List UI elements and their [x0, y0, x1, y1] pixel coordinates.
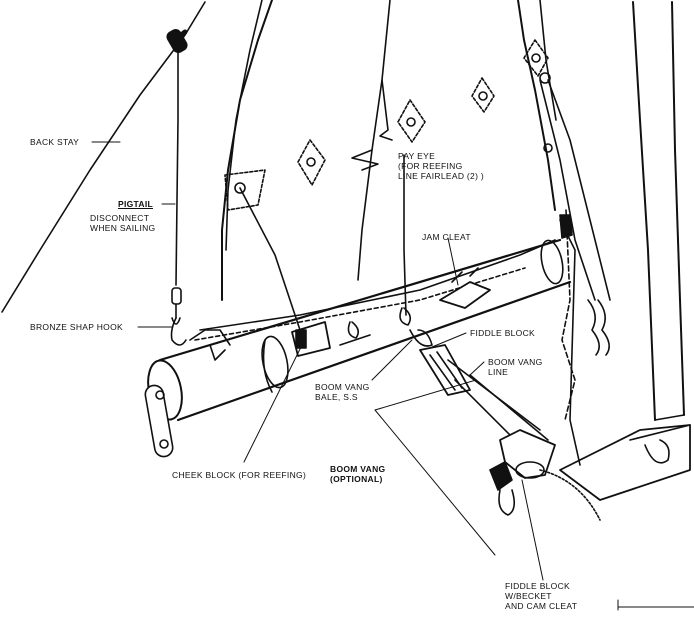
- leader-vang-optional-1: [374, 379, 477, 411]
- sail-leech: [517, 0, 556, 211]
- vang-tail: [539, 469, 601, 521]
- label-pay-eye: PAY EYE (FOR REEFING LINE FAIRLEAD (2) ): [398, 151, 484, 181]
- jam-cleat: [439, 267, 491, 309]
- cheek-block: [291, 321, 331, 357]
- batten-diamond-1: [297, 139, 326, 186]
- reef-line-left: [239, 187, 301, 331]
- label-boom-vang-optional: BOOM VANG (OPTIONAL): [330, 464, 386, 484]
- pay-eye-fairlead-1: [339, 321, 371, 346]
- label-disconnect: DISCONNECT WHEN SAILING: [90, 213, 156, 233]
- label-cheek-block: CHEEK BLOCK (FOR REEFING): [172, 470, 307, 480]
- sail-luff: [221, 0, 273, 301]
- label-boom-vang-bale: BOOM VANG BALE, S.S: [315, 382, 370, 402]
- label-jam-cleat: JAM CLEAT: [422, 232, 471, 242]
- turnbuckle-icon: [166, 29, 188, 53]
- label-back-stay: BACK STAY: [30, 137, 80, 147]
- sail-luff-inner: [225, 0, 263, 251]
- fiddle-block-bottom: [489, 429, 556, 516]
- leader-jam-cleat: [447, 237, 459, 286]
- boom-end-tang: [144, 384, 174, 458]
- mast-right-edge: [671, 1, 685, 416]
- halyard-cleat-icon: [587, 299, 610, 356]
- bronze-snap-hook: [170, 317, 187, 346]
- back-stay-line: [1, 1, 206, 313]
- label-fiddle-block: FIDDLE BLOCK: [470, 328, 536, 338]
- batten-diamond-4: [523, 39, 549, 77]
- leader-fiddle-block: [431, 332, 467, 348]
- label-bronze-snap-hook: BRONZE SHAP HOOK: [30, 322, 123, 332]
- boom-vang-bale: [409, 329, 433, 347]
- leader-fiddle-becket: [521, 479, 544, 581]
- batten-diamond-3: [471, 77, 495, 113]
- reef-line-right: [539, 79, 596, 301]
- pigtail-fitting: [171, 287, 182, 305]
- label-fiddle-block-becket: FIDDLE BLOCK W/BECKET AND CAM CLEAT: [505, 581, 578, 611]
- leader-cheek-block: [243, 344, 303, 463]
- sail-seam-zigzag: [351, 149, 379, 171]
- leader-vang-line: [469, 361, 485, 376]
- vang-line-2: [454, 379, 521, 446]
- vang-line-3: [469, 374, 549, 441]
- sail-foot: [199, 239, 556, 331]
- clew-patch: [224, 169, 266, 211]
- leader-vang-optional-2: [374, 409, 496, 556]
- pay-eye-fairlead-2: [399, 307, 412, 326]
- label-boom-vang-line: BOOM VANG LINE: [488, 357, 543, 377]
- batten-diamond-2: [397, 99, 426, 143]
- mast-left-edge: [632, 1, 656, 421]
- pigtail-wire: [175, 51, 179, 286]
- label-pigtail: PIGTAIL: [118, 199, 153, 209]
- leader-bale: [371, 339, 413, 381]
- mast-sheave-icon: [539, 72, 551, 84]
